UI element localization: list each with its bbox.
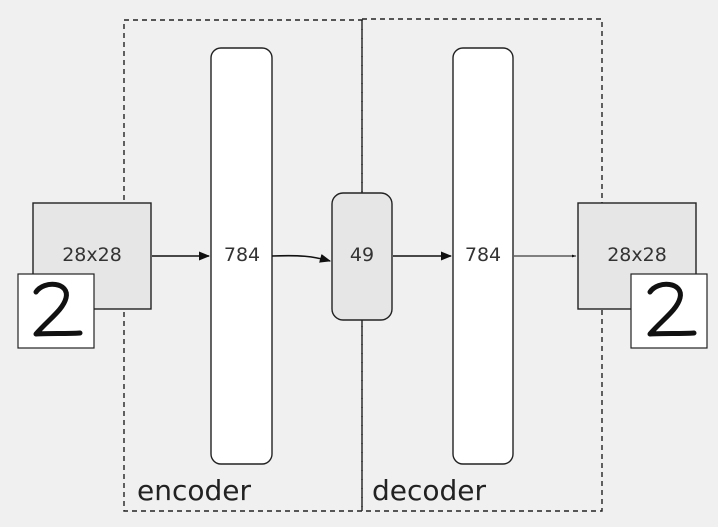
decoder-hidden-label: 784 bbox=[465, 244, 501, 266]
arrow-encoder-to-bottleneck bbox=[271, 253, 332, 263]
encoder-group: encoder bbox=[123, 19, 363, 512]
decoder-label: decoder bbox=[372, 474, 487, 507]
encoder-hidden-label: 784 bbox=[224, 244, 260, 266]
decoder-hidden-layer: 784 bbox=[452, 47, 514, 465]
bottleneck-box bbox=[331, 192, 393, 321]
bottleneck-layer: 49 bbox=[331, 192, 393, 321]
input-label: 28x28 bbox=[62, 244, 122, 266]
encoder-label: encoder bbox=[137, 474, 251, 507]
decoder-hidden-box bbox=[452, 47, 514, 465]
encoder-hidden-layer: 784 bbox=[210, 47, 273, 465]
input-digit-image bbox=[17, 273, 95, 349]
bottleneck-label: 49 bbox=[350, 244, 374, 266]
output-digit-glyph bbox=[647, 281, 697, 337]
input-digit-glyph bbox=[33, 281, 83, 337]
encoder-boundary bbox=[123, 19, 363, 512]
output-label: 28x28 bbox=[607, 244, 667, 266]
output-digit-image bbox=[630, 273, 708, 349]
